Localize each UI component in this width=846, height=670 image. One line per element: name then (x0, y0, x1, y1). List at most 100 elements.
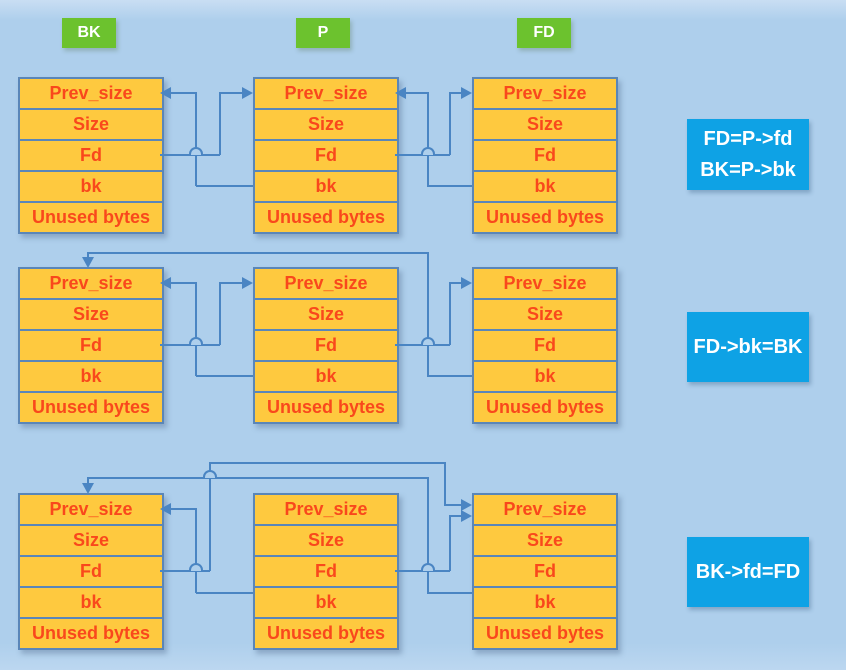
chunk-cell-size: Size (255, 108, 397, 139)
line-segment (449, 515, 462, 517)
chunk-cell-bk: bk (20, 586, 162, 617)
chunk-cell-prev-size: Prev_size (49, 499, 133, 519)
chunk-cell-prev-size: Prev_size (49, 273, 133, 293)
line-segment (219, 282, 221, 345)
chunk-cell-unused: Unused bytes (474, 201, 616, 232)
line-segment (427, 252, 429, 376)
line-segment (209, 462, 446, 464)
line-segment (160, 344, 220, 346)
chunk-cell-fd: Fd (474, 139, 616, 170)
line-segment (171, 508, 196, 510)
chunk-cell-size: Size (255, 524, 397, 555)
line-crossing-hop (189, 563, 203, 571)
annotation-line: BK=P->bk (700, 158, 796, 181)
chunk-cell-bk: bk (474, 170, 616, 201)
chunk-cell-size: Size (474, 524, 616, 555)
chunk-cell-unused: Unused bytes (20, 617, 162, 648)
chunk-cell-unused: Unused bytes (255, 201, 397, 232)
line-segment (427, 375, 472, 377)
pointer-label-bk: BK (62, 18, 116, 48)
chunk-cell-prev-size: Prev_size (503, 83, 587, 103)
chunk-cell-unused: Unused bytes (20, 391, 162, 422)
annotation-line: BK->fd=FD (695, 560, 801, 583)
annotation-step1: FD=P->fd BK=P->bk (687, 119, 809, 190)
chunk-cell-unused: Unused bytes (255, 391, 397, 422)
arrowhead-right (461, 87, 472, 99)
chunk-cell-bk: bk (474, 586, 616, 617)
chunk-bk-row3: Prev_size Size Fd bk Unused bytes (18, 493, 164, 650)
pointer-label-fd: FD (517, 18, 571, 48)
chunk-cell-fd: Fd (474, 555, 616, 586)
line-segment (444, 462, 446, 506)
chunk-cell-prev-size: Prev_size (284, 273, 368, 293)
line-segment (427, 477, 429, 593)
line-segment (171, 92, 196, 94)
line-segment (449, 92, 451, 155)
chunk-cell-size: Size (20, 108, 162, 139)
line-crossing-hop (421, 563, 435, 571)
arrowhead-right (242, 87, 253, 99)
chunk-cell-unused: Unused bytes (20, 201, 162, 232)
arrowhead-right (461, 510, 472, 522)
chunk-cell-prev-size: Prev_size (503, 273, 587, 293)
chunk-cell-fd: Fd (255, 555, 397, 586)
chunk-cell-fd: Fd (255, 329, 397, 360)
arrowhead-right (242, 277, 253, 289)
annotation-line: FD=P->fd (703, 127, 793, 150)
chunk-bk-row1: Prev_size Size Fd bk Unused bytes (18, 77, 164, 234)
chunk-fd-row3: Prev_size Size Fd bk Unused bytes (472, 493, 618, 650)
chunk-bk-row2: Prev_size Size Fd bk Unused bytes (18, 267, 164, 424)
line-segment (196, 592, 253, 594)
chunk-cell-size: Size (255, 298, 397, 329)
chunk-cell-unused: Unused bytes (474, 391, 616, 422)
line-segment (87, 252, 89, 259)
chunk-cell-bk: bk (20, 360, 162, 391)
line-segment (87, 477, 428, 479)
chunk-cell-bk: bk (474, 360, 616, 391)
line-segment (195, 92, 197, 186)
line-segment (395, 344, 450, 346)
arrowhead-left (395, 87, 406, 99)
arrowhead-left (160, 503, 171, 515)
line-segment (160, 570, 210, 572)
chunk-p-row2: Prev_size Size Fd bk Unused bytes (253, 267, 399, 424)
line-segment (87, 252, 428, 254)
chunk-cell-size: Size (474, 298, 616, 329)
line-segment (427, 185, 472, 187)
line-crossing-hop (421, 337, 435, 345)
arrowhead-left (160, 87, 171, 99)
chunk-cell-fd: Fd (20, 139, 162, 170)
pointer-label-p: P (296, 18, 350, 48)
line-segment (395, 570, 450, 572)
line-segment (427, 92, 429, 186)
chunk-cell-bk: bk (255, 586, 397, 617)
line-segment (219, 92, 243, 94)
line-segment (427, 592, 472, 594)
chunk-cell-unused: Unused bytes (255, 617, 397, 648)
line-segment (449, 282, 462, 284)
line-segment (160, 154, 220, 156)
annotation-line: FD->bk=BK (693, 335, 803, 358)
chunk-cell-unused: Unused bytes (474, 617, 616, 648)
line-segment (449, 282, 451, 345)
line-segment (87, 477, 89, 485)
chunk-p-row3: Prev_size Size Fd bk Unused bytes (253, 493, 399, 650)
line-crossing-hop (421, 147, 435, 155)
line-segment (195, 508, 197, 593)
line-segment (395, 154, 450, 156)
line-crossing-hop (189, 337, 203, 345)
line-segment (406, 92, 428, 94)
chunk-cell-size: Size (20, 524, 162, 555)
line-segment (219, 92, 221, 155)
chunk-p-row1: Prev_size Size Fd bk Unused bytes (253, 77, 399, 234)
line-segment (209, 462, 211, 571)
line-crossing-hop (189, 147, 203, 155)
chunk-cell-fd: Fd (20, 329, 162, 360)
chunk-cell-prev-size: Prev_size (284, 83, 368, 103)
chunk-cell-prev-size: Prev_size (503, 499, 587, 519)
chunk-cell-bk: bk (255, 170, 397, 201)
line-crossing-hop (203, 470, 217, 478)
chunk-cell-fd: Fd (474, 329, 616, 360)
chunk-cell-prev-size: Prev_size (284, 499, 368, 519)
